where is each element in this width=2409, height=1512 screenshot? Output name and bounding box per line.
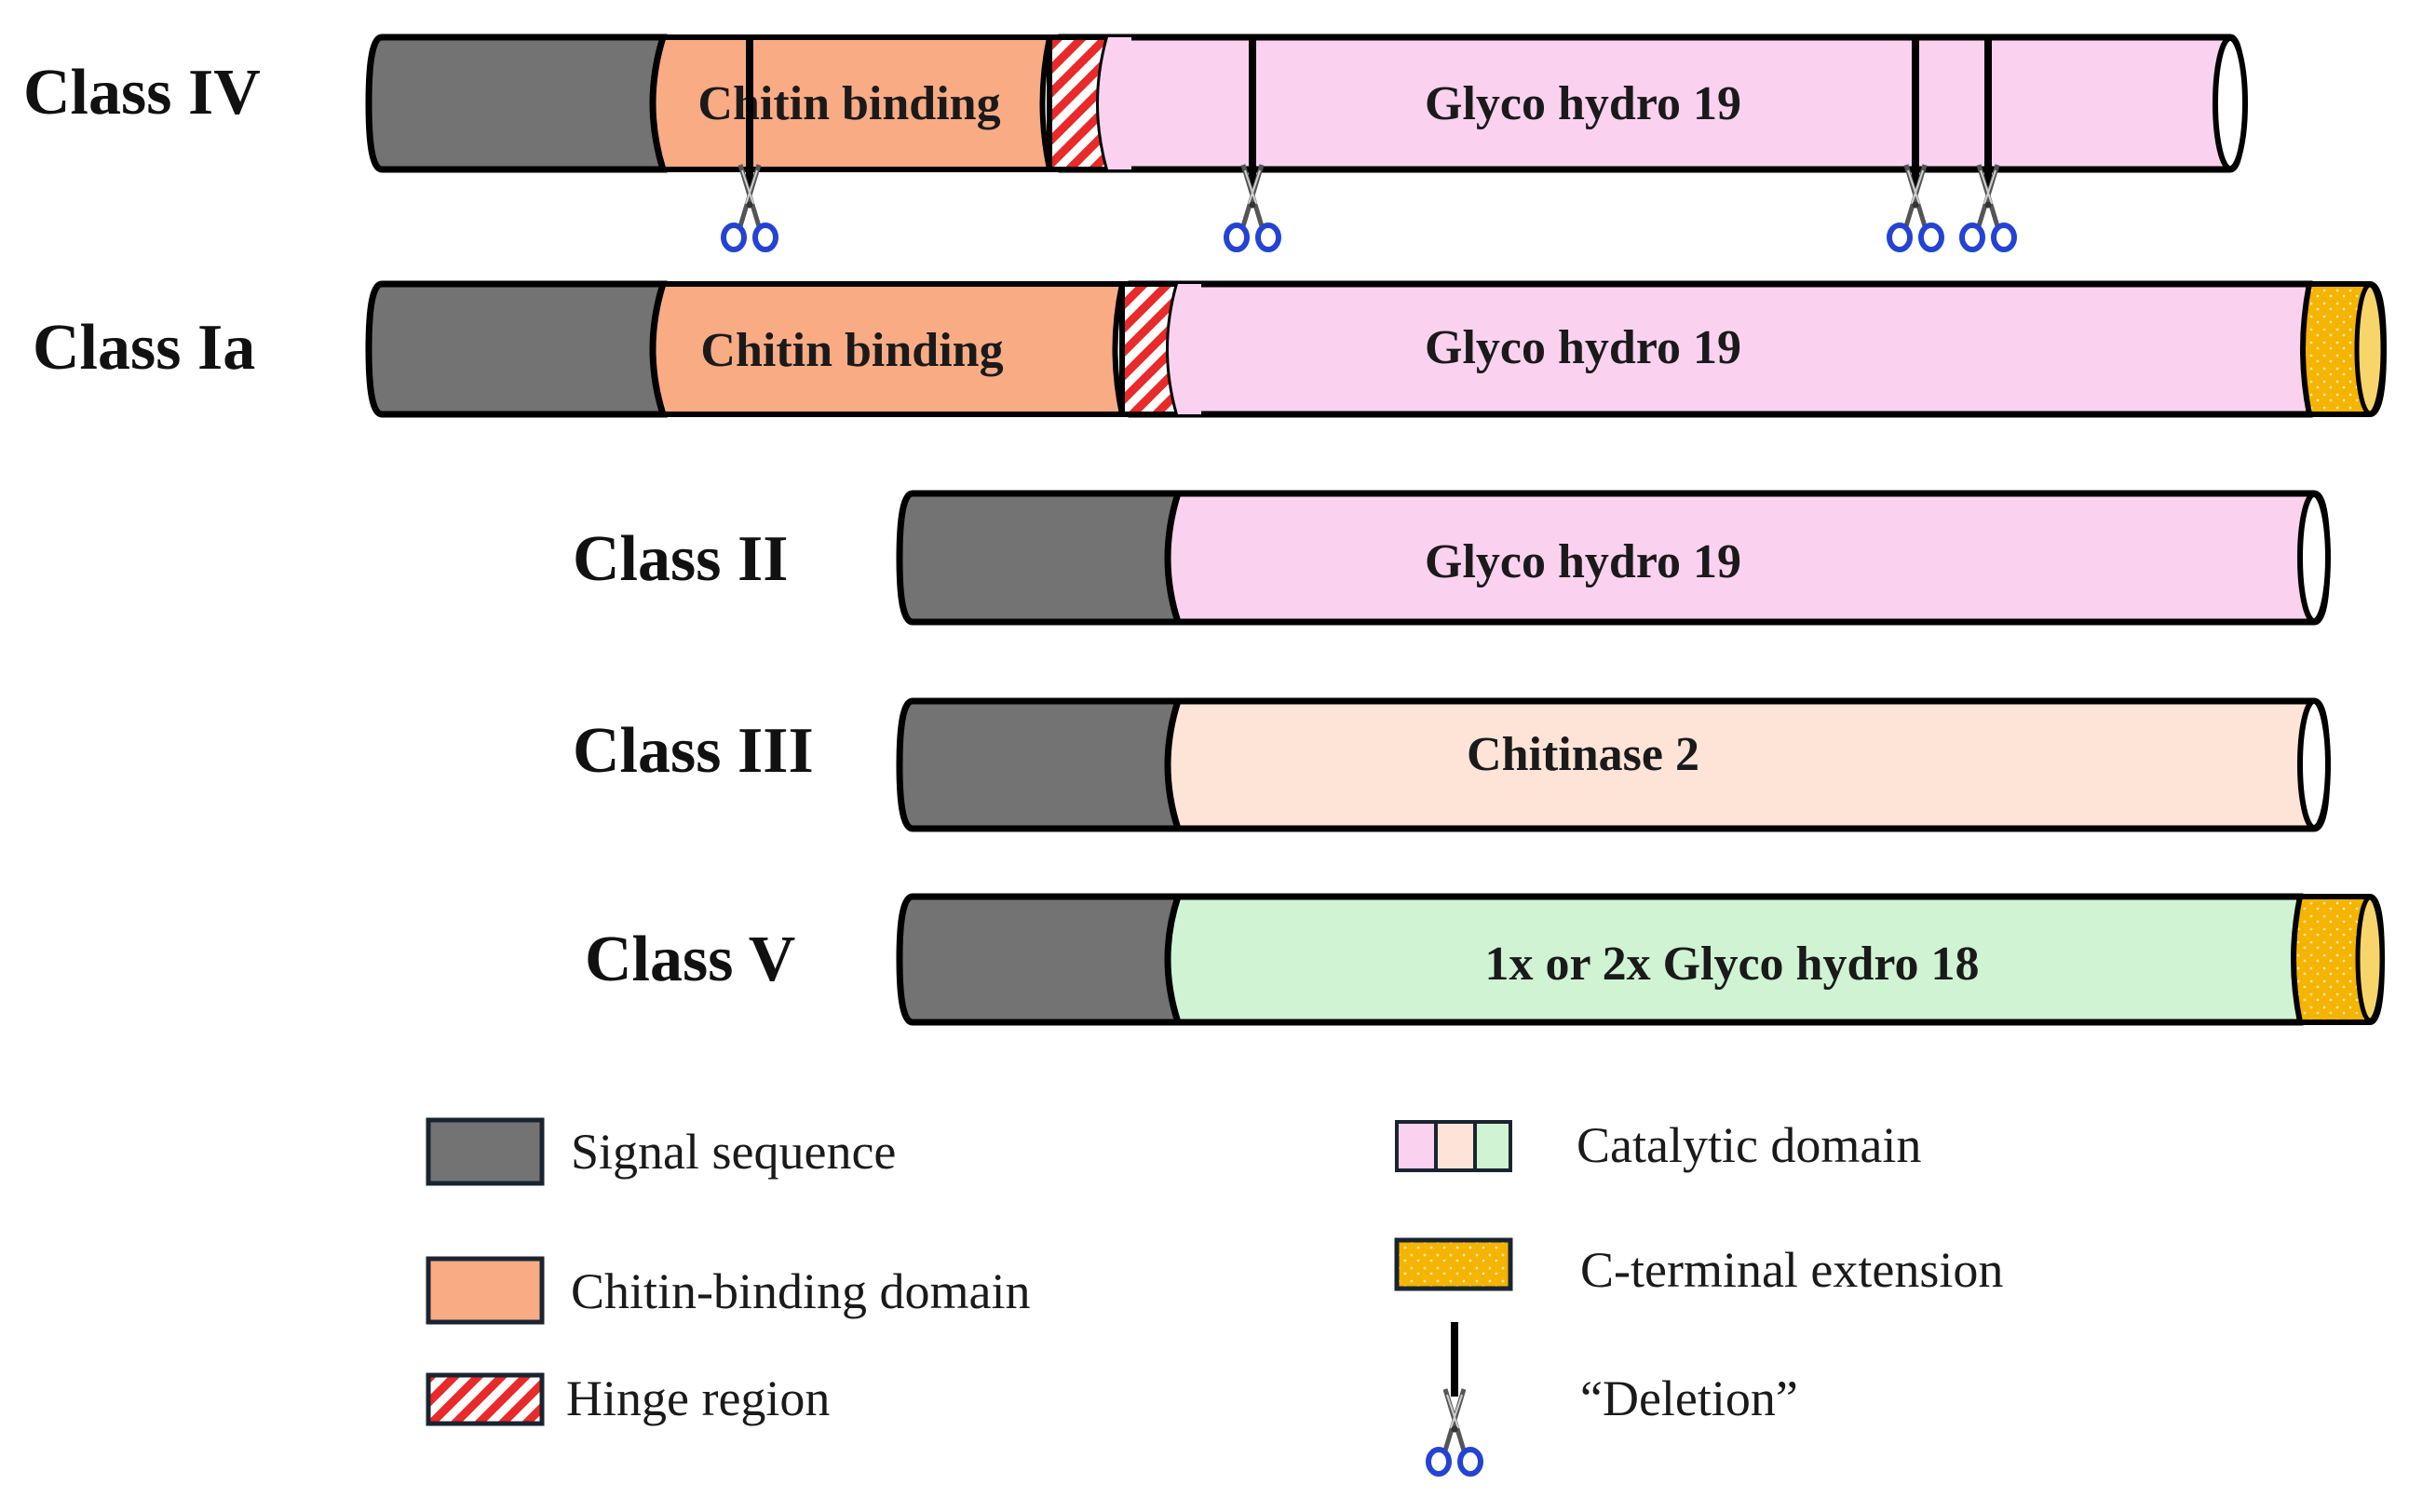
legend-chitin-binding-label: Chitin-binding domain	[571, 1263, 1031, 1319]
class-iv-label: Class IV	[23, 57, 261, 128]
legend-catalytic-swatch-green	[1473, 1120, 1512, 1172]
class-iii-signal-sequence	[896, 697, 1183, 832]
class-ii-catalytic-domain	[1160, 490, 2331, 626]
class-iv-deletion-4	[1962, 37, 2014, 250]
legend: Signal sequence Chitin-binding domain Hi…	[426, 1117, 2003, 1474]
class-iii-catalytic-domain	[1160, 697, 2331, 832]
legend-catalytic-label: Catalytic domain	[1577, 1117, 1921, 1173]
class-ii-catalytic-label: Glyco hydro 19	[1425, 535, 1741, 588]
class-ia-chitin-binding-label: Chitin binding	[700, 324, 1003, 377]
legend-catalytic: Catalytic domain	[1395, 1117, 1921, 1173]
legend-chitin-binding-swatch	[426, 1256, 545, 1325]
legend-deletion-label: “Deletion”	[1580, 1370, 1798, 1426]
legend-catalytic-swatch-pink	[1395, 1120, 1438, 1172]
legend-signal-label: Signal sequence	[571, 1124, 896, 1180]
legend-signal-sequence: Signal sequence	[426, 1117, 896, 1186]
scissors-icon	[1428, 1389, 1481, 1474]
class-iv-chitin-binding-label: Chitin binding	[697, 77, 1000, 130]
class-iv-catalytic-front	[1099, 37, 1131, 169]
legend-chitin-binding: Chitin-binding domain	[426, 1256, 1031, 1325]
class-iv-signal-sequence	[365, 34, 668, 173]
legend-c-terminal: C-terminal extension	[1394, 1237, 2003, 1298]
class-v-signal-sequence	[896, 893, 1183, 1026]
class-ii-signal-sequence	[896, 490, 1183, 626]
legend-deletion: “Deletion”	[1428, 1322, 1798, 1474]
legend-signal-swatch	[426, 1117, 545, 1186]
class-ia-catalytic-front	[1169, 284, 1201, 414]
class-iv-deletion-1	[724, 37, 776, 250]
class-ia-label: Class Ia	[33, 312, 255, 384]
class-ii-end-cap	[2297, 492, 2331, 624]
class-iv-end-cap	[2213, 35, 2248, 171]
class-iv-deletion-3	[1889, 37, 1942, 250]
legend-catalytic-swatch-peach	[1434, 1120, 1477, 1172]
legend-c-terminal-swatch	[1394, 1237, 1513, 1291]
class-iii-end-cap	[2297, 698, 2331, 830]
class-ia-signal-sequence	[365, 280, 668, 418]
class-v-catalytic-label: 1x or 2x Glyco hydro 18	[1484, 938, 1979, 991]
legend-c-terminal-label: C-terminal extension	[1580, 1242, 2003, 1298]
class-iv-deletion-2	[1226, 37, 1279, 250]
class-v-end-cap	[2355, 895, 2385, 1023]
class-iv-row: Class IV Chitin binding Glyco hydro 19	[23, 34, 2248, 250]
legend-hinge-swatch	[426, 1372, 545, 1426]
class-v-row: Class V 1x or 2x Glyco hydro 18	[585, 893, 2386, 1026]
class-ia-chitin-binding-domain	[649, 281, 1126, 417]
class-ia-end-cap	[2354, 282, 2386, 416]
class-ia-row: Class Ia Chitin binding Glyco hydro 19	[33, 280, 2388, 418]
class-iv-catalytic-label: Glyco hydro 19	[1425, 77, 1741, 130]
class-v-label: Class V	[585, 924, 795, 995]
legend-hinge-label: Hinge region	[566, 1370, 830, 1426]
class-iii-row: Class III Chitinase 2	[573, 697, 2331, 832]
class-iii-label: Class III	[573, 715, 814, 787]
legend-hinge: Hinge region	[426, 1370, 830, 1426]
class-iii-catalytic-label: Chitinase 2	[1467, 728, 1699, 781]
class-ii-row: Class II Glyco hydro 19	[573, 490, 2331, 626]
class-ia-catalytic-label: Glyco hydro 19	[1425, 321, 1741, 374]
class-ii-label: Class II	[573, 523, 788, 595]
